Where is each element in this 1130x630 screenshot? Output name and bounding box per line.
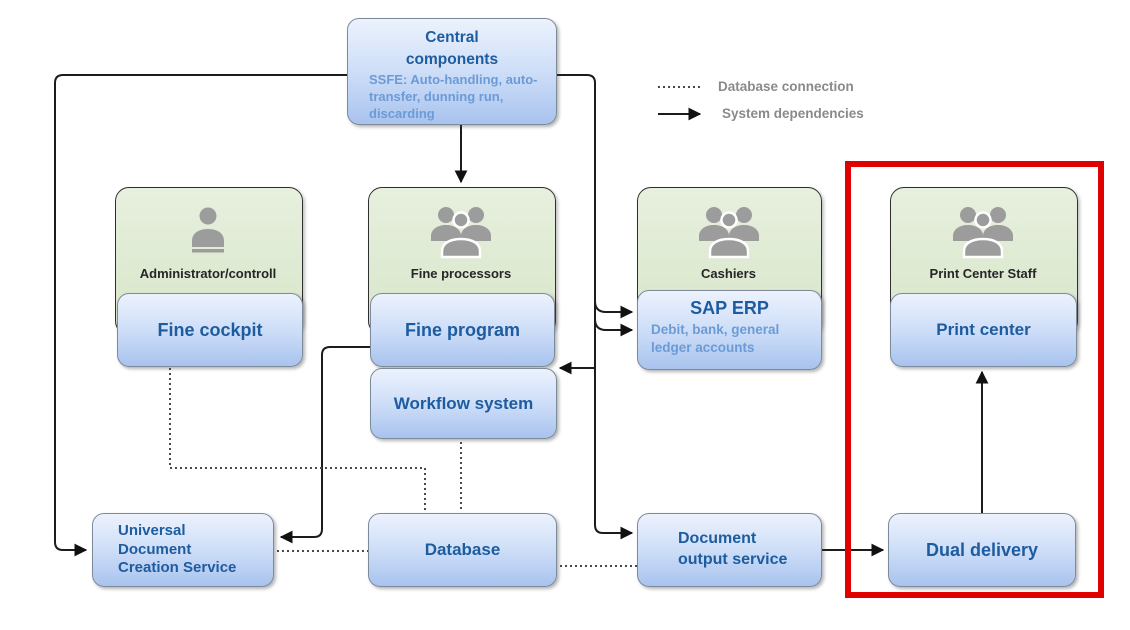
sap-erp-box: SAP ERP Debit, bank, general ledger acco… [637,290,822,370]
workflow-system-box: Workflow system [370,368,557,439]
fine-cockpit-title: Fine cockpit [157,319,263,340]
document-output-service-title: Document output service [678,530,788,568]
sap-erp-subtitle: Debit, bank, general ledger accounts [651,322,780,355]
line-central-to-udcs [54,74,347,557]
database-title: Database [424,540,501,559]
sap-erp-title: SAP ERP [690,298,769,318]
print-center-title: Print center [936,320,1031,339]
central-components-title: Central components [405,29,499,68]
line-trunk-to-saperp-2 [594,318,634,337]
people-icon [890,203,1076,259]
line-fine-program-to-udcs [279,346,370,544]
legend-system-dependencies-label: System dependencies [722,106,864,121]
cashiers-label: Cashiers [701,266,756,281]
administrator-label: Administrator/controll [139,266,277,281]
person-icon [115,206,301,256]
fine-cockpit-box: Fine cockpit [117,293,303,367]
fine-program-box: Fine program [370,293,555,367]
udcs-title: Universal Document Creation Service [118,521,237,577]
document-output-service-box: Document output service [637,513,822,587]
line-trunk-to-saperp-1 [594,300,634,319]
people-icon [368,203,554,259]
universal-document-creation-service-box: Universal Document Creation Service [92,513,274,587]
workflow-system-title: Workflow system [393,393,534,413]
fine-processors-label: Fine processors [410,266,512,281]
print-center-staff-label: Print Center Staff [929,266,1037,281]
database-box: Database [368,513,557,587]
legend-database-connection-label: Database connection [718,79,854,94]
people-icon [637,203,820,259]
line-central-trunk [555,74,634,540]
print-center-box: Print center [890,293,1077,367]
central-components-subtitle: SSFE: Auto-handling, auto-transfer, dunn… [369,72,538,122]
dotted-fine-cockpit-to-database [169,368,426,511]
dual-delivery-box: Dual delivery [888,513,1076,587]
fine-program-title: Fine program [404,319,520,340]
central-components-box: Central components SSFE: Auto-handling, … [347,18,557,125]
dual-delivery-title: Dual delivery [925,539,1039,560]
highlight-red-box [845,161,1104,598]
